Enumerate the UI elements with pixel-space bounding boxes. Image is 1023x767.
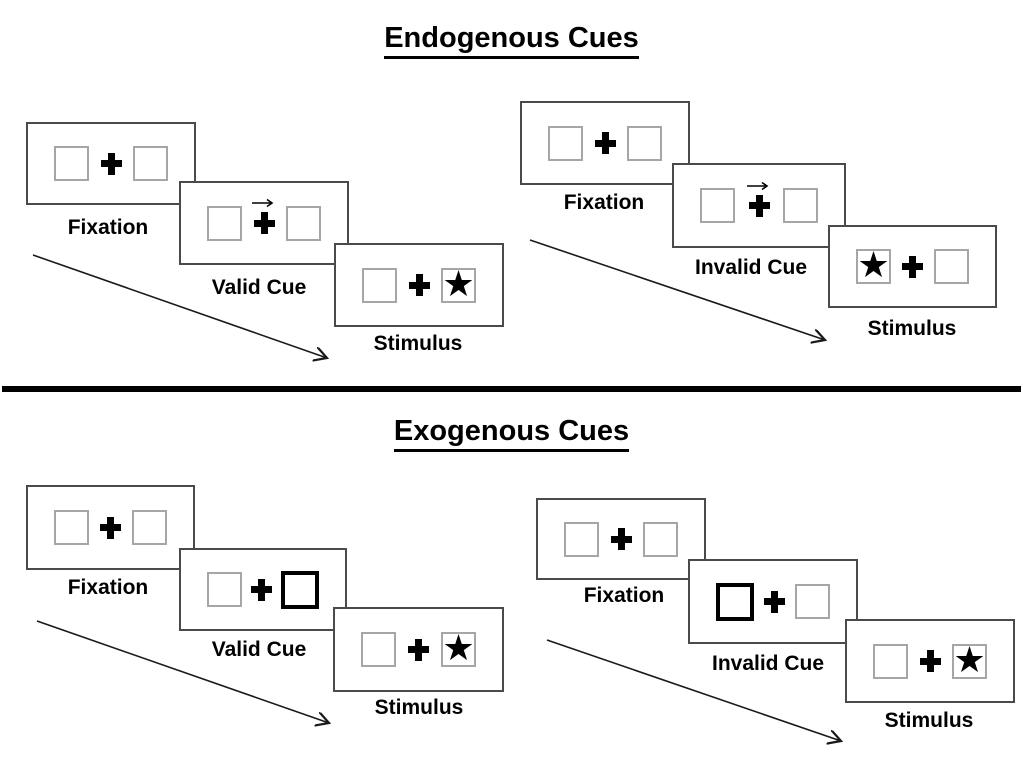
timeline-arrow-exogenous-valid xyxy=(36,620,329,723)
left-placeholder-box xyxy=(873,643,908,679)
left-placeholder-box xyxy=(564,521,599,557)
right-placeholder-box xyxy=(934,249,969,284)
panel-label: Valid Cue xyxy=(211,638,307,661)
right-target-box: ★ xyxy=(441,263,476,305)
fixation-cross-icon xyxy=(902,255,923,278)
stimulus-panel: ★ xyxy=(334,243,504,327)
panel-label: Invalid Cue xyxy=(711,652,825,675)
panel-label: Stimulus xyxy=(374,696,464,719)
target-star-icon: ★ xyxy=(442,263,475,305)
panel-label: Fixation xyxy=(67,576,149,599)
panel-label: Stimulus xyxy=(884,709,974,732)
right-cue-box xyxy=(281,570,319,609)
left-placeholder-box xyxy=(207,205,242,241)
cue-arrow-right-icon xyxy=(747,181,769,190)
section-divider xyxy=(2,386,1021,392)
fixation-cross-icon xyxy=(408,274,430,296)
left-placeholder-box xyxy=(362,267,397,303)
panel-label: Fixation xyxy=(583,584,665,607)
fixation-cross-icon xyxy=(610,528,632,550)
target-star-icon: ★ xyxy=(953,639,986,681)
right-target-box: ★ xyxy=(952,639,987,681)
section-title-exogenous: Exogenous Cues xyxy=(0,415,1023,452)
left-placeholder-box xyxy=(54,510,89,545)
fixation-cross-icon xyxy=(251,578,272,601)
stimulus-panel: ★ xyxy=(845,619,1015,703)
left-placeholder-box xyxy=(207,572,242,607)
fixation-panel xyxy=(536,498,706,580)
right-placeholder-box xyxy=(795,584,830,619)
panel-label: Fixation xyxy=(563,191,645,214)
fixation-cross-icon xyxy=(252,198,275,234)
right-placeholder-box xyxy=(783,188,818,223)
fixation-cross-icon xyxy=(100,152,122,175)
target-star-icon: ★ xyxy=(442,628,475,669)
left-cue-box xyxy=(716,582,754,621)
left-placeholder-box xyxy=(361,632,396,667)
cue-arrow-right-icon xyxy=(252,198,274,208)
panel-label: Stimulus xyxy=(373,332,463,355)
left-placeholder-box xyxy=(54,146,89,181)
section-title-endogenous: Endogenous Cues xyxy=(0,22,1023,59)
fixation-cross-icon xyxy=(408,638,429,661)
valid-cue-panel xyxy=(179,181,349,265)
panel-label: Invalid Cue xyxy=(694,256,808,279)
right-placeholder-box xyxy=(132,510,167,545)
fixation-cross-icon xyxy=(919,650,941,672)
fixation-cross-icon xyxy=(747,181,770,217)
target-star-icon: ★ xyxy=(857,245,890,286)
panel-label: Stimulus xyxy=(867,317,957,340)
timeline-arrow-endogenous-valid xyxy=(32,254,327,358)
panel-label: Fixation xyxy=(67,216,149,239)
invalid-cue-panel xyxy=(688,559,858,644)
valid-cue-panel xyxy=(179,548,347,631)
invalid-cue-panel xyxy=(672,163,846,248)
timeline-arrow-endogenous-invalid xyxy=(529,239,825,340)
right-placeholder-box xyxy=(133,146,168,181)
fixation-panel xyxy=(26,485,195,570)
right-target-box: ★ xyxy=(441,628,476,669)
right-placeholder-box xyxy=(643,521,678,557)
fixation-cross-icon xyxy=(100,516,121,539)
section-title-text: Endogenous Cues xyxy=(384,22,639,59)
fixation-cross-icon xyxy=(594,132,616,154)
right-placeholder-box xyxy=(627,125,662,161)
left-placeholder-box xyxy=(700,188,735,223)
right-placeholder-box xyxy=(286,205,321,241)
stimulus-panel: ★ xyxy=(828,225,997,308)
left-placeholder-box xyxy=(548,125,583,161)
section-title-text: Exogenous Cues xyxy=(393,415,630,452)
left-target-box: ★ xyxy=(856,245,891,286)
stimulus-panel: ★ xyxy=(333,607,504,692)
fixation-cross-icon xyxy=(764,590,785,613)
fixation-panel xyxy=(520,101,690,185)
fixation-panel xyxy=(26,122,196,205)
panel-label: Valid Cue xyxy=(211,276,307,299)
